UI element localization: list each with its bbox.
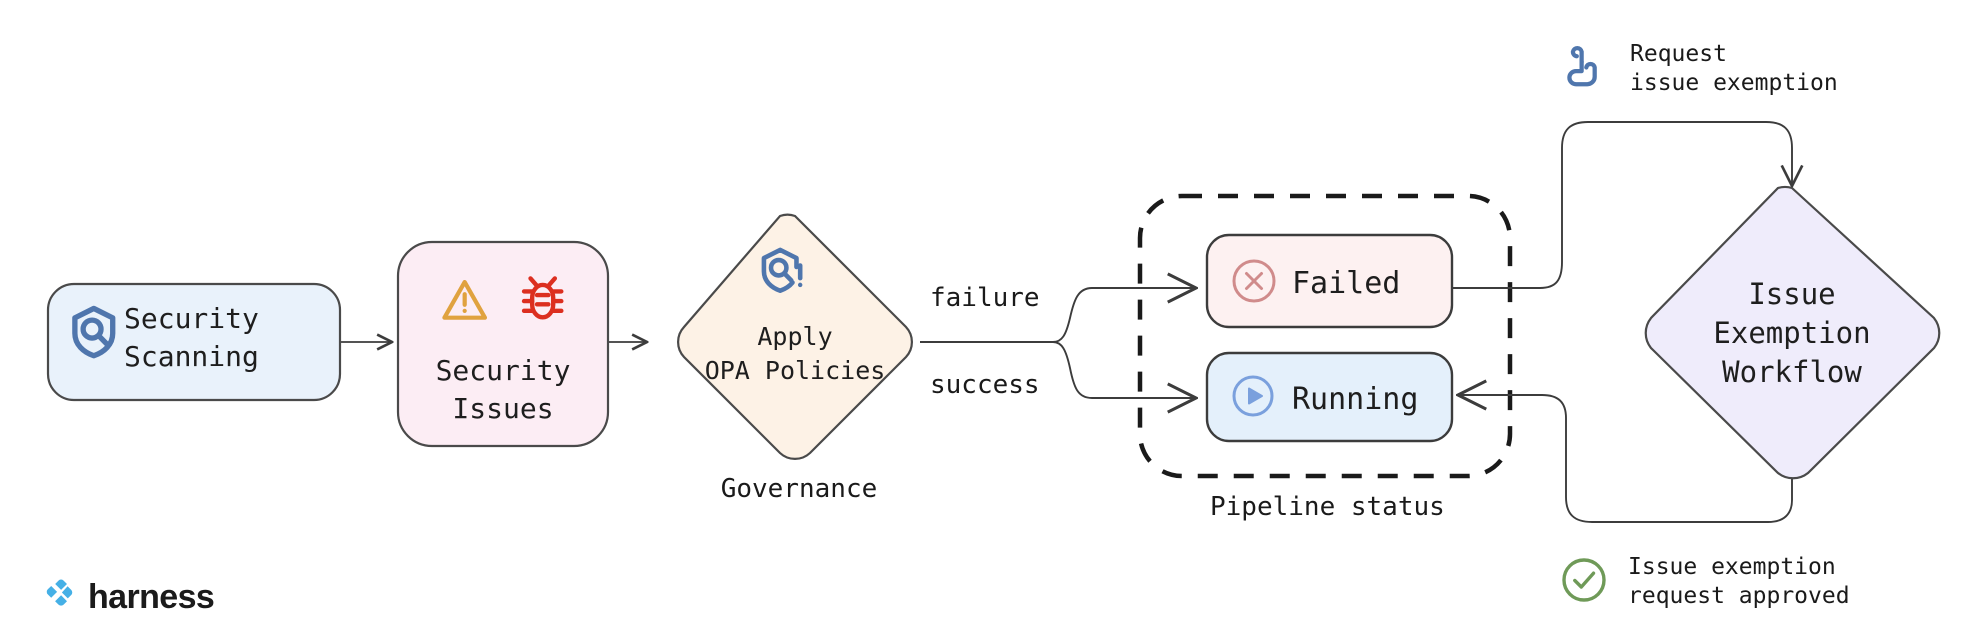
annotation-issue-exemption-request-approved-text: Issue exemption request approved (1628, 554, 1850, 610)
harness-diamond-logo (46, 579, 73, 606)
cluster-pipeline-status (1137, 193, 1513, 479)
bug-icon (521, 276, 564, 320)
node-security-issues[interactable] (396, 240, 610, 448)
play-circle-icon (1232, 375, 1274, 417)
node-running[interactable] (1205, 351, 1454, 443)
caption-governance: Governance (720, 474, 878, 504)
edge-label-failure: failure (930, 283, 1040, 313)
annotation-request-issue-exemption: Request issue exemption (1630, 40, 1838, 99)
hand-tap-icon (1567, 45, 1597, 87)
check-circle-icon (1562, 558, 1606, 602)
edge-failed-to-exemption (1452, 121, 1792, 289)
node-security-scanning[interactable] (46, 282, 342, 402)
node-failed[interactable] (1205, 233, 1454, 329)
edge-label-success: success (930, 370, 1040, 400)
shield-search-alert-icon (761, 247, 803, 293)
edge-policies-to-failed (1052, 288, 1196, 343)
warning-triangle-icon (442, 279, 488, 320)
annotation-request-issue-exemption-text: Request issue exemption (1630, 41, 1838, 97)
edge-exemption-to-running (1458, 395, 1793, 523)
edge-policies-to-running (1052, 341, 1196, 398)
cluster-label-pipeline-status: Pipeline status (1210, 492, 1445, 522)
shield-search-icon (72, 305, 116, 359)
node-issue-exemption-workflow[interactable] (1644, 185, 1941, 480)
node-apply-opa-policies[interactable] (677, 213, 913, 460)
x-circle-icon (1232, 259, 1276, 303)
brand-wordmark: harness (88, 578, 215, 616)
brand-harness: harness (88, 578, 215, 617)
annotation-issue-exemption-request-approved: Issue exemption request approved (1628, 553, 1850, 612)
